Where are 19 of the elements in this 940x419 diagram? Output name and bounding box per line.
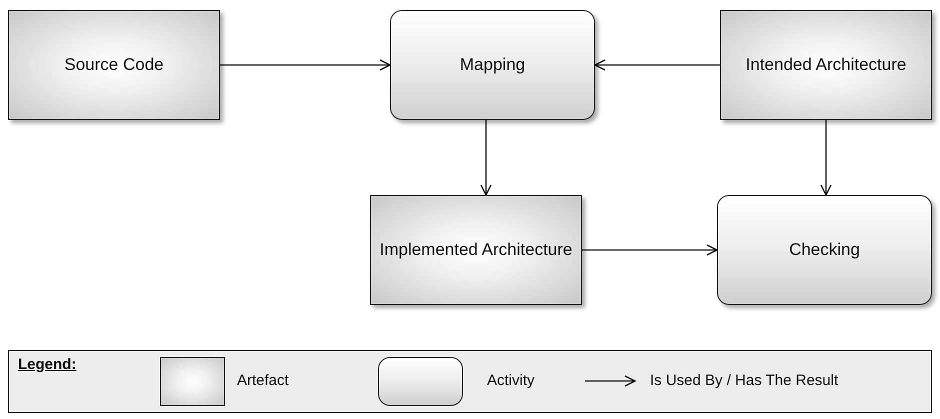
legend-label: Activity [487, 372, 535, 389]
arrow [220, 59, 391, 71]
legend-label: Is Used By / Has The Result [650, 372, 838, 389]
arrow [480, 120, 492, 196]
arrow [582, 244, 718, 256]
activity-box [390, 10, 595, 120]
legend-heading: Legend: [18, 356, 76, 373]
node-label: Source Code [63, 54, 165, 76]
artefact-box [370, 195, 582, 305]
node-label: Intended Architecture [744, 54, 908, 76]
arrow [820, 120, 832, 196]
arrow [594, 59, 720, 71]
artefact-box [720, 10, 932, 120]
node-label: Mapping [458, 54, 526, 76]
node-label: Implemented Architecture [378, 238, 574, 261]
node-label: Checking [788, 238, 861, 261]
legend-label: Artefact [237, 372, 289, 389]
artefact-box [8, 10, 220, 120]
activity-box [717, 195, 932, 305]
